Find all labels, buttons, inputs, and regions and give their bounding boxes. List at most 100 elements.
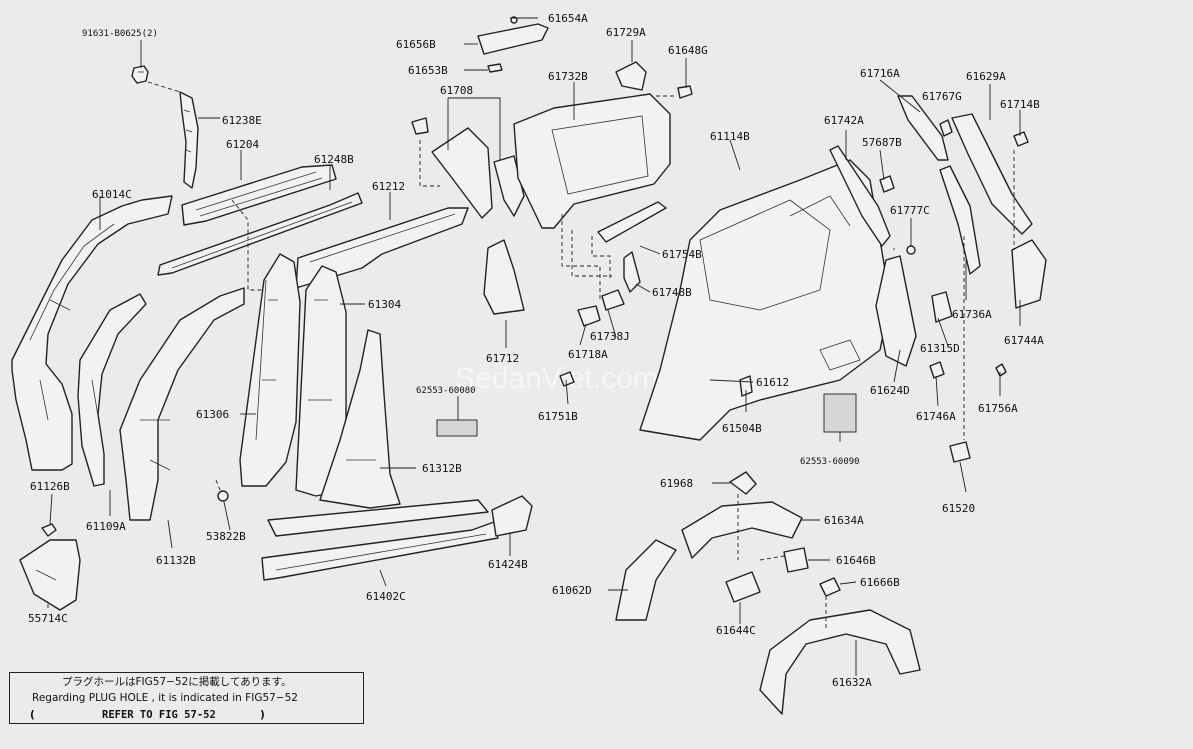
leader-lines (47, 17, 1021, 676)
note-paren-left: ( (30, 709, 35, 721)
label-61612: 61612 (756, 376, 789, 389)
label-61212: 61212 (372, 180, 405, 193)
label-61424b: 61424B (488, 558, 528, 571)
label-61312b: 61312B (422, 462, 462, 475)
label-61632a: 61632A (832, 676, 872, 689)
label-61315d: 61315D (920, 342, 960, 355)
bracket-61738j (601, 289, 625, 311)
label-61248b: 61248B (314, 153, 354, 166)
spacer-62553-60090 (823, 393, 857, 433)
label-61968: 61968 (660, 477, 693, 490)
pillar-61132b (119, 287, 245, 521)
part-labels: 91631-B0625(2) 61654A 61656B 61653B 6172… (28, 12, 1044, 689)
roof-side-rail-61212 (295, 207, 469, 289)
roof-rail-61204 (181, 164, 337, 226)
center-pillar-61312b (319, 329, 401, 509)
label-61504b: 61504B (722, 422, 762, 435)
label-61777c: 61777C (890, 204, 930, 217)
wheelhouse-61062d (615, 539, 677, 621)
bracket-61968 (729, 471, 757, 495)
spacer-62553-60080 (436, 419, 478, 437)
label-61742a: 61742A (824, 114, 864, 127)
label-61014c: 61014C (92, 188, 132, 201)
pillar-61736a (939, 165, 981, 275)
pillar-61712 (483, 239, 525, 315)
clip-61520 (949, 441, 971, 463)
front-pillar-outer-61014c (11, 195, 173, 471)
label-61729a: 61729A (606, 26, 646, 39)
bracket-55714c (19, 539, 81, 611)
label-61736a: 61736A (952, 308, 992, 321)
note-refer: REFER TO FIG 57-52 (102, 709, 216, 721)
label-61716a: 61716A (860, 67, 900, 80)
pillar-61742a (829, 145, 891, 247)
label-61304: 61304 (368, 298, 401, 311)
bracket-61729a (615, 61, 647, 91)
label-62553-60080: 62553-60080 (416, 386, 476, 396)
bracket-61315d (931, 291, 953, 323)
label-61732b: 61732B (548, 70, 588, 83)
label-61646b: 61646B (836, 554, 876, 567)
wheelhouse-outer-61632a (759, 609, 921, 715)
label-61634a: 61634A (824, 514, 864, 527)
label-61204: 61204 (226, 138, 259, 151)
label-62553-60090: 62553-60090 (800, 457, 860, 467)
roof-rail-inner-61248b (157, 192, 363, 276)
center-pillar-61306 (239, 253, 301, 487)
label-61132b: 61132B (156, 554, 196, 567)
label-61718a: 61718A (568, 348, 608, 361)
label-61714b: 61714B (1000, 98, 1040, 111)
pillar-reinforcement-61238e (179, 91, 199, 189)
label-61767g: 61767G (922, 90, 962, 103)
watermark: SedanViet.com (455, 362, 658, 395)
label-61109a: 61109A (86, 520, 126, 533)
label-53822b: 53822B (206, 530, 246, 543)
label-61666b: 61666B (860, 576, 900, 589)
label-61644c: 61644C (716, 624, 756, 637)
label-57687b: 57687B (862, 136, 902, 149)
clip-61751b (559, 371, 575, 387)
rocker-extension-61424b (491, 495, 533, 537)
gusset-61504b (739, 375, 753, 397)
clip-61714b (1013, 131, 1029, 147)
label-61629a: 61629A (966, 70, 1006, 83)
label-61712: 61712 (486, 352, 519, 365)
bracket-61718a (577, 305, 601, 327)
bolt-91631 (131, 65, 149, 84)
label-61520: 61520 (942, 502, 975, 515)
rocker-panel-61402c (261, 499, 499, 581)
label-55714c: 55714C (28, 612, 68, 625)
pillar-61624d (875, 255, 917, 367)
label-61114b: 61114B (710, 130, 750, 143)
clip-57687b (879, 175, 895, 193)
label-61306: 61306 (196, 408, 229, 421)
label-61748b: 61748B (652, 286, 692, 299)
bracket-61666b (819, 577, 841, 597)
label-61738j: 61738J (590, 330, 630, 343)
quarter-inner-panel-61732b (513, 93, 671, 229)
plug-hole-note: プラグホールはFIG57−52に掲載してあります。 Regarding PLUG… (9, 672, 364, 724)
label-61402c: 61402C (366, 590, 406, 603)
dashed-guides (147, 81, 1015, 630)
note-japanese: プラグホールはFIG57−52に掲載してあります。 (62, 676, 292, 688)
clip-61648g (677, 85, 693, 99)
roof-bracket-61656b (477, 16, 549, 73)
wheelhouse-inner-61634a (681, 501, 803, 559)
label-61746a: 61746A (916, 410, 956, 423)
label-61653b: 61653B (408, 64, 448, 77)
label-61751b: 61751B (538, 410, 578, 423)
label-61062d: 61062D (552, 584, 592, 597)
label-61708: 61708 (440, 84, 473, 97)
bracket-61644c (725, 571, 761, 603)
bracket-61746a (929, 361, 945, 379)
bolt-53822b (217, 490, 229, 502)
bracket-61126b (41, 523, 57, 537)
pillar-reinforcement-61708 (411, 117, 525, 219)
bracket-61748b (623, 251, 641, 293)
label-61648g: 61648G (668, 44, 708, 57)
pillar-61629a (951, 113, 1033, 235)
label-61238e: 61238E (222, 114, 262, 127)
label-61656b: 61656B (396, 38, 436, 51)
